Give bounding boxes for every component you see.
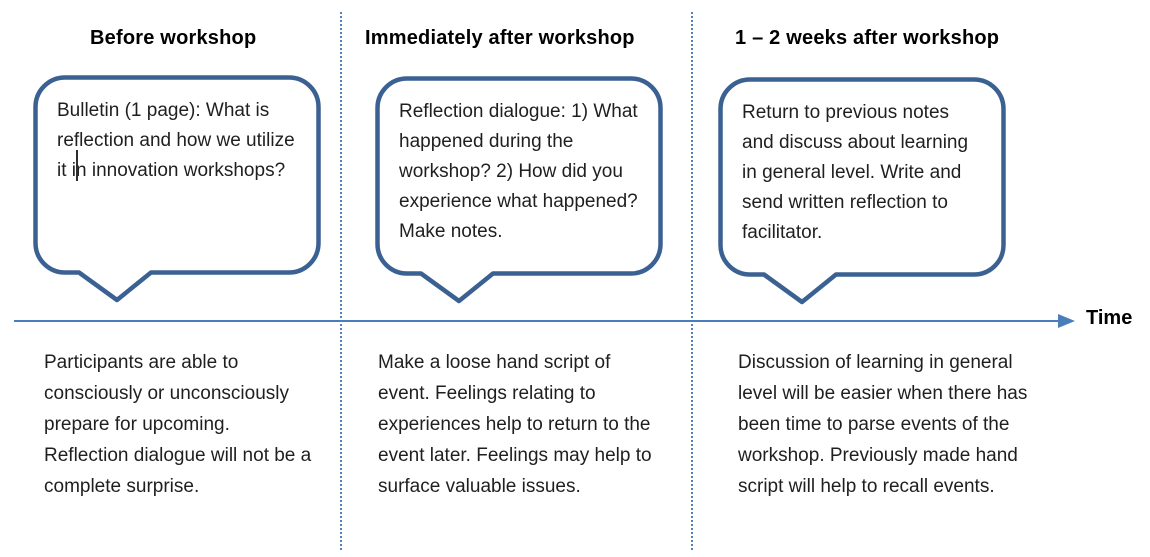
column-divider-2 [691, 12, 693, 550]
phase-heading-immediately-after: Immediately after workshop [365, 27, 635, 49]
phase-note-immediately-after: Make a loose hand script of event. Feeli… [378, 352, 652, 497]
speech-bubble-before-workshop: Bulletin (1 page): What is reflection an… [33, 75, 321, 303]
time-axis-label: Time [1086, 307, 1133, 329]
bubble-text: Return to previous notes and discuss abo… [742, 102, 969, 243]
speech-bubble-outline [375, 76, 663, 304]
phase-note-before-workshop: Participants are able to consciously or … [44, 352, 312, 497]
speech-bubble-immediately-after: Reflection dialogue: 1) What happened du… [375, 76, 663, 304]
text-cursor [76, 150, 78, 181]
time-axis-line [14, 320, 1060, 322]
phase-heading-before-workshop: Before workshop [90, 27, 257, 49]
speech-bubble-1-2-weeks-after: Return to previous notes and discuss abo… [718, 77, 1006, 305]
bubble-text: Bulletin (1 page): What is reflection an… [57, 100, 295, 181]
speech-bubble-outline [718, 77, 1006, 305]
phase-note-1-2-weeks-after: Discussion of learning in general level … [738, 352, 1028, 497]
column-divider-1 [340, 12, 342, 550]
bubble-text: Reflection dialogue: 1) What happened du… [399, 101, 638, 242]
time-axis-arrowhead-icon [1058, 314, 1075, 328]
phase-heading-1-2-weeks-after: 1 – 2 weeks after workshop [735, 27, 1000, 49]
speech-bubble-outline [33, 75, 321, 303]
